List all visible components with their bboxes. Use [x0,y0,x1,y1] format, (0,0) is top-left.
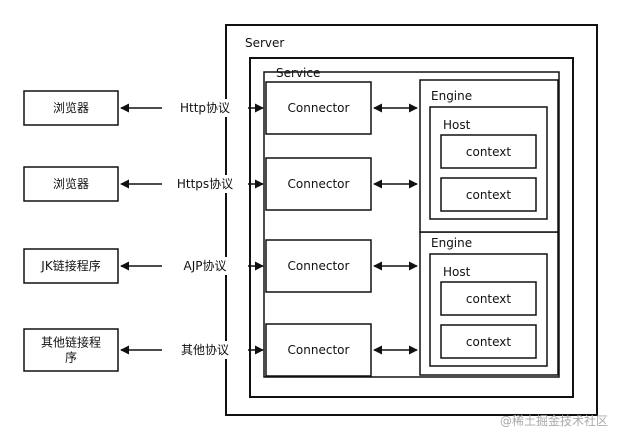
protocol-label-bg-1 [162,99,248,117]
protocol-label-2: Https协议 [177,176,233,191]
client-label-3-line-1: JK链接程序 [40,258,100,273]
context-label-2-1: context [466,292,512,306]
context-box-2-2 [440,324,537,359]
host-box-2 [429,253,548,367]
connector-box-2 [265,157,372,211]
engine-label-2: Engine [431,236,472,250]
protocol-label-bg-3 [162,257,248,275]
client-box-3 [23,248,119,284]
client-label-4-line-1: 其他链接程 [41,335,101,350]
protocol-label-bg-2 [162,175,248,193]
protocol-label-3: AJP协议 [184,258,227,273]
service-container [249,57,574,398]
client-label-4-line-2: 序 [65,350,77,365]
server-label: Server [245,36,284,50]
connector-box-1 [265,81,372,135]
server-container [225,24,598,416]
host-box-1 [429,106,548,220]
client-box-2 [23,166,119,202]
client-label-1-line-1: 浏览器 [53,100,89,115]
context-label-1-1: context [466,145,512,159]
context-label-1-2: context [466,188,512,202]
protocol-label-4: 其他协议 [181,342,229,357]
watermark-text: @稀土掘金技术社区 [500,413,608,428]
client-box-4 [23,328,119,372]
connector-label-3: Connector [288,259,350,273]
client-box-1 [23,90,119,126]
context-box-1-2 [440,177,537,212]
connector-label-2: Connector [288,177,350,191]
connector-label-1: Connector [288,101,350,115]
connector-box-3 [265,239,372,293]
protocol-label-bg-4 [162,341,248,359]
client-label-2-line-1: 浏览器 [53,176,89,191]
engine-box-1 [419,79,559,233]
connector-box-4 [265,323,372,377]
context-box-1-1 [440,134,537,169]
host-label-1: Host [443,118,471,132]
engine-label-1: Engine [431,89,472,103]
protocol-label-1: Http协议 [180,100,230,115]
context-label-2-2: context [466,335,512,349]
connector-label-4: Connector [288,343,350,357]
service-label: Service [276,66,320,80]
host-label-2: Host [443,265,471,279]
context-box-2-1 [440,281,537,316]
service-inner-frame [263,71,560,378]
